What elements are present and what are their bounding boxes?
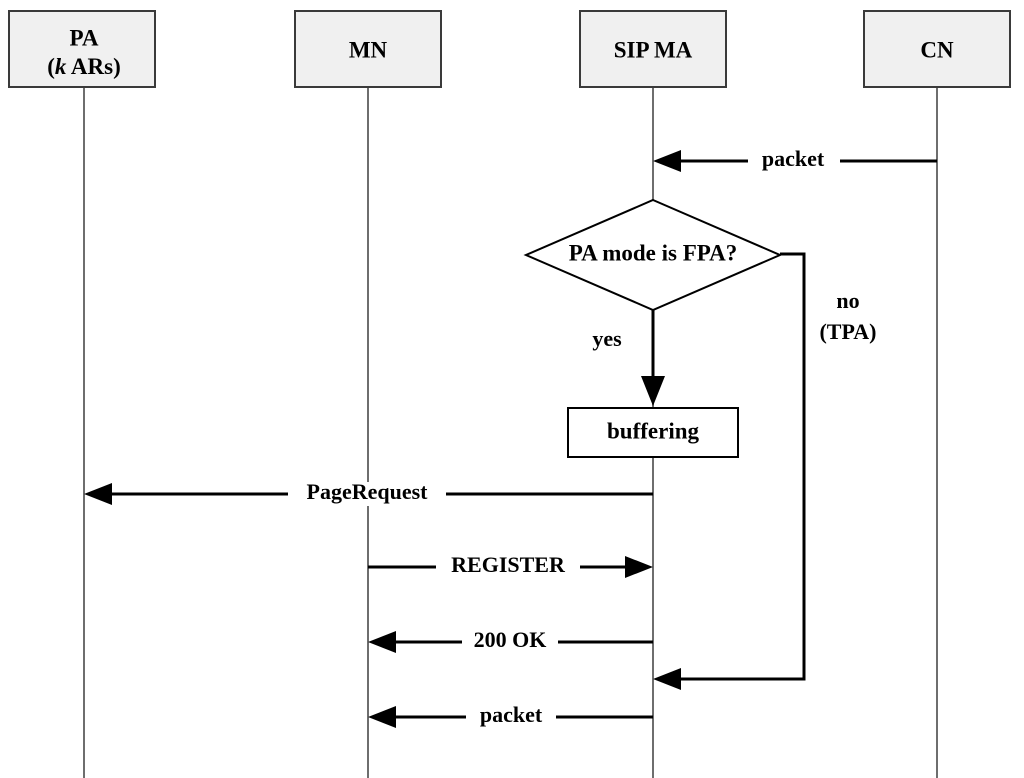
process-box-buffering[interactable] xyxy=(567,407,739,458)
participant-label-pa-line2: (k ARs) xyxy=(47,54,120,79)
arrow-head-left-packet-2 xyxy=(368,706,396,728)
process-node-buffering[interactable]: buffering xyxy=(567,407,739,458)
label-backing-packet-2 xyxy=(466,705,556,729)
arrow-head-left-packet-1 xyxy=(653,150,681,172)
participant-mn[interactable]: MN xyxy=(294,10,442,88)
message-pagerequest-sipma-to-pa[interactable]: PageRequest xyxy=(84,479,653,506)
participant-cn[interactable]: CN xyxy=(863,10,1011,88)
decision-label-pa-mode: PA mode is FPA? xyxy=(569,240,737,265)
participant-box-pa[interactable] xyxy=(8,10,156,88)
participant-box-mn[interactable] xyxy=(294,10,442,88)
decision-node-pa-mode[interactable]: PA mode is FPA? xyxy=(523,198,783,312)
participant-label-mn: MN xyxy=(349,37,388,62)
branch-label-yes: yes xyxy=(592,326,622,351)
branch-no-tpa: no (TPA) xyxy=(653,252,877,690)
pa-paren-open: ( xyxy=(47,54,55,79)
branch-path-no-tpa xyxy=(673,252,806,681)
arrow-head-left-pagerequest xyxy=(84,483,112,505)
branch-label-no: no xyxy=(836,288,859,313)
lifelines-group xyxy=(83,87,938,778)
message-label-200ok: 200 OK xyxy=(474,627,547,652)
participant-label-pa-line1: PA xyxy=(70,25,99,50)
label-backing-packet-1 xyxy=(748,149,840,173)
participant-box-cn[interactable] xyxy=(863,10,1011,88)
arrow-head-left-no-tpa xyxy=(653,668,681,690)
branch-label-tpa: (TPA) xyxy=(819,319,876,344)
participant-label-sipma: SIP MA xyxy=(614,37,693,62)
branch-yes: yes xyxy=(592,310,665,406)
participant-pa[interactable]: PA (k ARs) xyxy=(8,10,156,88)
pa-ars-suffix: ARs) xyxy=(66,54,120,79)
arrow-head-right-register xyxy=(625,556,653,578)
label-backing-register xyxy=(436,555,580,579)
label-backing-200ok xyxy=(462,630,558,654)
message-packet-cn-to-sipma[interactable]: packet xyxy=(653,146,937,173)
participant-label-cn: CN xyxy=(920,37,954,62)
participant-box-sipma[interactable] xyxy=(579,10,727,88)
process-label-buffering: buffering xyxy=(607,418,700,443)
message-register-mn-to-sipma[interactable]: REGISTER xyxy=(368,552,653,579)
pa-k-italic: k xyxy=(55,54,67,79)
arrow-head-left-200ok xyxy=(368,631,396,653)
message-label-packet-1: packet xyxy=(762,146,825,171)
participant-sipma[interactable]: SIP MA xyxy=(579,10,727,88)
message-packet-sipma-to-mn[interactable]: packet xyxy=(368,702,653,729)
message-label-register: REGISTER xyxy=(451,552,566,577)
arrow-head-down-yes xyxy=(641,376,665,406)
label-backing-pagerequest xyxy=(288,482,446,506)
message-label-packet-2: packet xyxy=(480,702,543,727)
message-label-pagerequest: PageRequest xyxy=(307,479,429,504)
message-200ok-sipma-to-mn[interactable]: 200 OK xyxy=(368,627,653,654)
